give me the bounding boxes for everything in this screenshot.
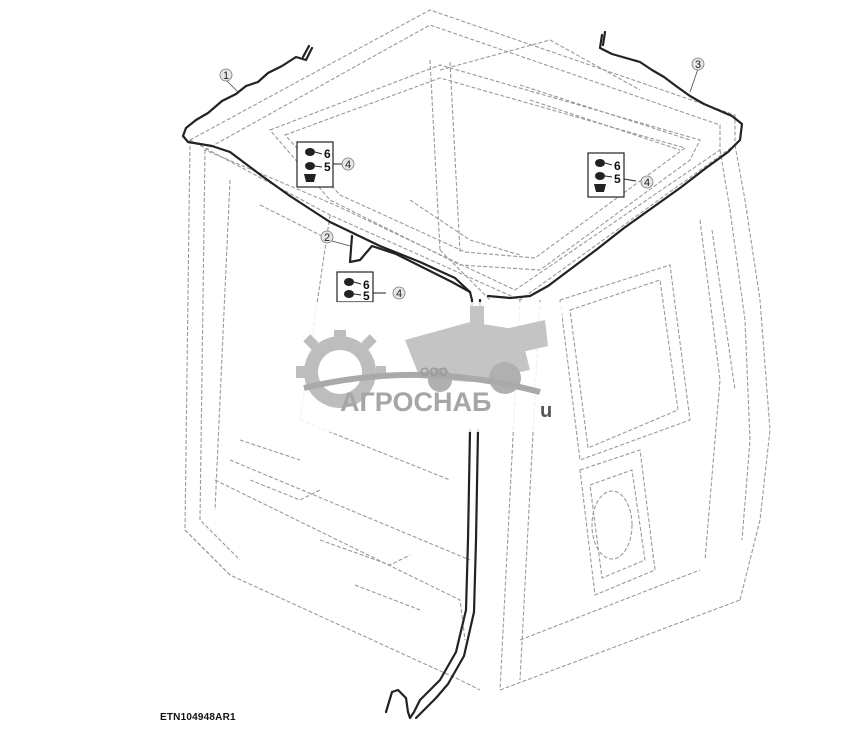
callout-2-circle — [320, 230, 334, 244]
hardware-box-right: 6 5 — [587, 152, 637, 198]
seal-3 — [486, 33, 744, 300]
seal-2 — [348, 234, 472, 294]
clip-icon — [344, 290, 354, 298]
seal-drop-a — [384, 428, 472, 720]
callout-4-center-circle — [392, 286, 406, 300]
callout-1-circle — [219, 68, 233, 82]
fastener-icon — [594, 184, 606, 192]
callout-4-center: 4 — [396, 288, 402, 300]
callout-3: 3 — [695, 59, 701, 71]
left-label-6: 6 — [324, 147, 331, 161]
figure-id-label: ETN104948AR1 — [160, 712, 236, 723]
hardware-box-left: 6 5 — [296, 141, 343, 188]
hardware-box-center: 6 5 — [336, 271, 386, 303]
clip-icon — [305, 162, 315, 170]
right-label-6: 6 — [614, 159, 621, 173]
callout-4-right-circle — [640, 175, 654, 189]
clip-icon — [595, 172, 605, 180]
watermark: ООО АГРОСНАБ u — [272, 302, 562, 432]
clip-icon — [305, 148, 315, 156]
center-label-5: 5 — [363, 289, 370, 303]
callout-3-circle — [691, 57, 705, 71]
watermark-brand: АГРОСНАБ — [340, 387, 491, 417]
callout-4-right: 4 — [644, 177, 650, 189]
callout-4-left-circle — [341, 157, 355, 171]
clip-icon — [595, 159, 605, 167]
center-label-6: 6 — [363, 278, 370, 292]
clip-icon — [344, 278, 354, 286]
callouts: 1 2 3 4 4 4 — [219, 57, 705, 300]
watermark-small: ООО — [420, 365, 448, 379]
callout-2: 2 — [324, 232, 330, 244]
watermark-suffix: u — [540, 400, 552, 422]
seal-drop-b — [414, 428, 480, 720]
left-label-5: 5 — [324, 160, 331, 174]
callout-4-left: 4 — [345, 159, 351, 171]
right-label-5: 5 — [614, 172, 621, 186]
callout-1: 1 — [223, 70, 229, 82]
fastener-icon — [304, 174, 316, 182]
seal-1 — [181, 46, 474, 302]
